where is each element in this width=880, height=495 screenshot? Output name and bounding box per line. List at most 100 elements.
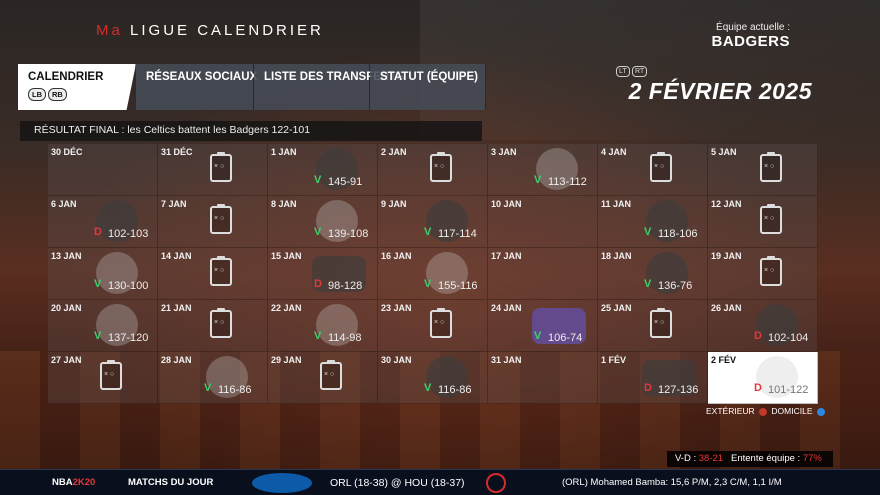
calendar-day-cell[interactable]: 31 JAN bbox=[488, 352, 598, 404]
tab-statut-equipe[interactable]: STATUT (ÉQUIPE) bbox=[370, 64, 486, 110]
opponent-logo-icon bbox=[426, 356, 468, 398]
opponent-logo-icon bbox=[426, 200, 468, 242]
day-date: 5 JAN bbox=[711, 147, 737, 157]
practice-clipboard-icon bbox=[430, 152, 452, 182]
game-result: V bbox=[94, 330, 102, 342]
day-date: 7 JAN bbox=[161, 199, 187, 209]
calendar-day-cell[interactable]: 14 JAN bbox=[158, 248, 268, 300]
chem-value: 77% bbox=[802, 453, 822, 464]
home-dot-icon bbox=[816, 407, 825, 416]
record-label: V-D : bbox=[675, 453, 697, 464]
rt-trigger-icon[interactable]: RT bbox=[632, 66, 648, 77]
day-date: 18 JAN bbox=[601, 251, 632, 261]
tab-liste-transferts[interactable]: LISTE DES TRANSFERTS bbox=[254, 64, 404, 110]
team-stats: V-D : 38-21 Entente équipe : 77% bbox=[667, 451, 833, 467]
opponent-logo-icon bbox=[316, 304, 358, 346]
practice-clipboard-icon bbox=[210, 152, 232, 182]
opponent-logo-icon bbox=[96, 304, 138, 346]
day-date: 1 JAN bbox=[271, 147, 297, 157]
calendar-day-cell[interactable]: 12 JAN bbox=[708, 196, 818, 248]
opponent-logo-icon bbox=[316, 148, 358, 190]
practice-clipboard-icon bbox=[760, 152, 782, 182]
game-score: 102-103 bbox=[108, 228, 149, 240]
game-score: 116-86 bbox=[438, 384, 472, 396]
tab-bar: CALENDRIER LB RB RÉSEAUX SOCIAUX LISTE D… bbox=[18, 64, 486, 110]
day-date: 4 JAN bbox=[601, 147, 627, 157]
calendar-day-cell[interactable]: 7 JAN bbox=[158, 196, 268, 248]
opponent-logo-icon bbox=[646, 252, 688, 294]
title-prefix: Ma bbox=[96, 22, 123, 39]
day-date: 31 DÉC bbox=[161, 147, 193, 157]
calendar-day-cell[interactable]: 4 JAN bbox=[598, 144, 708, 196]
calendar-day-cell[interactable]: 17 JAN bbox=[488, 248, 598, 300]
calendar-day-cell[interactable]: 31 DÉC bbox=[158, 144, 268, 196]
opponent-logo-icon bbox=[536, 148, 578, 190]
day-date: 2 JAN bbox=[381, 147, 407, 157]
calendar-day-cell[interactable]: 27 JAN bbox=[48, 352, 158, 404]
game-result: V bbox=[424, 226, 432, 238]
day-date: 9 JAN bbox=[381, 199, 407, 209]
practice-clipboard-icon bbox=[210, 308, 232, 338]
tab-reseaux-sociaux[interactable]: RÉSEAUX SOCIAUX bbox=[136, 64, 258, 110]
day-date: 28 JAN bbox=[161, 355, 192, 365]
calendar-day-cell[interactable]: 10 JAN bbox=[488, 196, 598, 248]
day-date: 6 JAN bbox=[51, 199, 77, 209]
away-dot-icon bbox=[759, 407, 768, 416]
calendar-day-cell[interactable]: 30 DÉC bbox=[48, 144, 158, 196]
ceiling-light bbox=[420, 0, 880, 140]
day-date: 29 JAN bbox=[271, 355, 302, 365]
game-result: V bbox=[534, 330, 542, 342]
day-date: 30 DÉC bbox=[51, 147, 83, 157]
legend-home-label: DOMICILE bbox=[771, 406, 813, 416]
practice-clipboard-icon bbox=[100, 360, 122, 390]
calendar-day-cell[interactable]: 2 JAN bbox=[378, 144, 488, 196]
game-result: V bbox=[424, 278, 432, 290]
game-score: 145-91 bbox=[328, 176, 363, 188]
ticker-player-stats: (ORL) Mohamed Bamba: 15,6 P/M, 2,3 C/M, … bbox=[562, 477, 782, 488]
calendar-day-cell[interactable]: 5 JAN bbox=[708, 144, 818, 196]
day-date: 17 JAN bbox=[491, 251, 522, 261]
bumper-hints: LB RB bbox=[28, 88, 125, 101]
game-score: 114-98 bbox=[328, 332, 362, 344]
tab-label: STATUT (ÉQUIPE) bbox=[380, 71, 478, 83]
tab-calendrier[interactable]: CALENDRIER LB RB bbox=[18, 64, 136, 110]
game-result: V bbox=[424, 382, 432, 394]
calendar-day-cell[interactable]: 21 JAN bbox=[158, 300, 268, 352]
calendar-day-cell[interactable]: 19 JAN bbox=[708, 248, 818, 300]
opponent-logo-icon bbox=[312, 256, 366, 292]
calendar-day-cell[interactable]: 23 JAN bbox=[378, 300, 488, 352]
current-team-block: Équipe actuelle : BADGERS bbox=[711, 22, 790, 50]
day-date: 13 JAN bbox=[51, 251, 82, 261]
calendar-day-cell[interactable]: 25 JAN bbox=[598, 300, 708, 352]
day-date: 26 JAN bbox=[711, 303, 742, 313]
calendar-day-cell[interactable]: 29 JAN bbox=[268, 352, 378, 404]
day-date: 27 JAN bbox=[51, 355, 82, 365]
day-date: 11 JAN bbox=[601, 199, 632, 209]
tab-label: RÉSEAUX SOCIAUX bbox=[146, 71, 258, 83]
rb-button-icon: RB bbox=[48, 88, 67, 101]
day-date: 16 JAN bbox=[381, 251, 412, 261]
game-score: 106-74 bbox=[548, 332, 583, 344]
game-result: V bbox=[644, 226, 652, 238]
lt-trigger-icon[interactable]: LT bbox=[616, 66, 630, 77]
practice-clipboard-icon bbox=[320, 360, 342, 390]
